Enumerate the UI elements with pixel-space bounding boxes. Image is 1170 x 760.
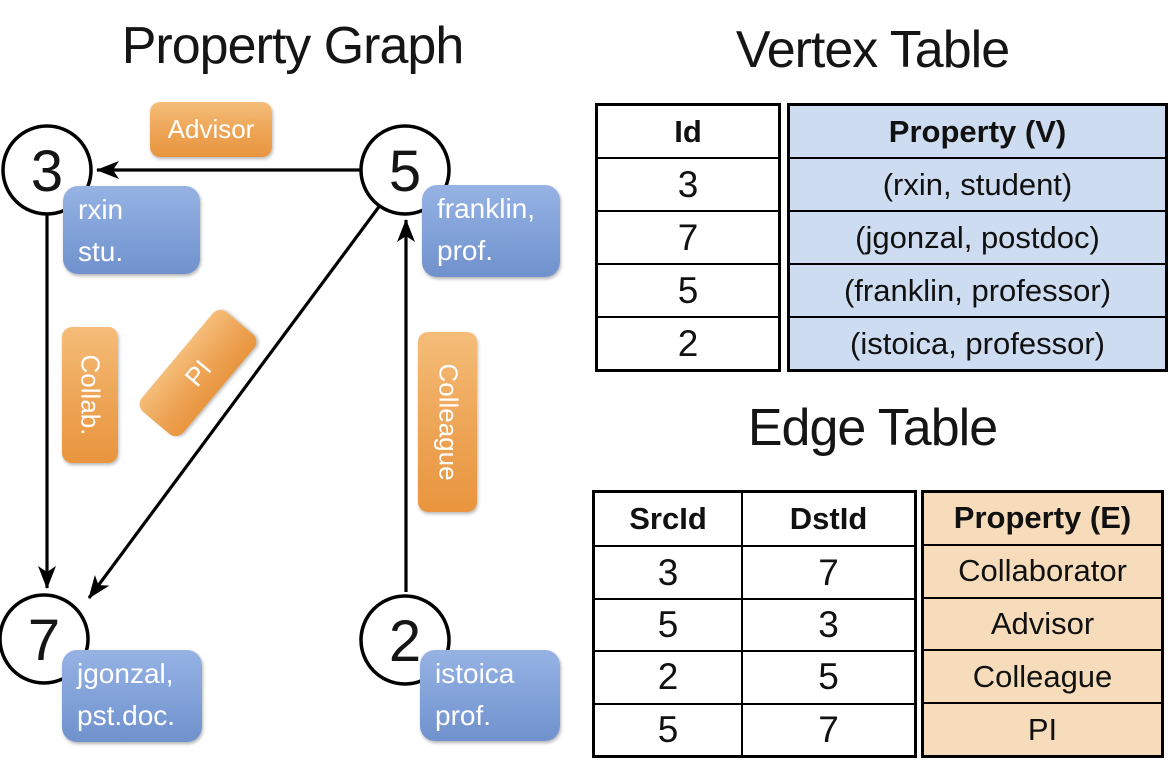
edge-col-header-dstid: DstId	[789, 501, 868, 537]
node-id-3: 3	[31, 139, 63, 204]
edge-table-property-column: Property (E) Collaborator Advisor Collea…	[921, 490, 1164, 758]
node-label-5-line1: franklin,	[437, 193, 536, 224]
edge-row-srcid: 5	[595, 597, 743, 651]
node-id-7: 7	[28, 608, 60, 673]
vertex-row-id: 5	[598, 263, 778, 316]
vertex-col-header-property: Property (V)	[888, 113, 1067, 149]
property-graph-canvas: 3 5 7 2	[0, 124, 451, 686]
edge-col-header-property: Property (E)	[953, 500, 1132, 536]
edge-row-property: Advisor	[924, 596, 1161, 650]
node-id-2: 2	[389, 609, 421, 674]
edge-label-advisor-text: Advisor	[167, 114, 255, 144]
edge-label-pi-text: PI	[178, 353, 218, 392]
node-label-2-line1: istoica	[435, 658, 515, 689]
edge-row-property: Colleague	[924, 649, 1161, 702]
edge-label-colleague-text: Colleague	[433, 363, 463, 481]
edge-row-srcid: 5	[595, 702, 743, 755]
node-label-2: istoica prof.	[420, 650, 560, 741]
vertex-row-property: (istoica, professor)	[790, 316, 1165, 369]
edge-label-advisor: Advisor	[150, 102, 272, 157]
edge-row-dstid: 5	[743, 650, 914, 702]
node-label-7-line2: pst.doc.	[77, 700, 176, 731]
vertex-row-property: (franklin, professor)	[790, 263, 1165, 316]
node-label-5-line2: prof.	[437, 235, 494, 266]
node-label-3: rxin stu.	[63, 186, 200, 274]
edge-pi-5-to-7	[87, 203, 383, 599]
edge-row-srcid: 2	[595, 650, 743, 703]
vertex-row-property: (jgonzal, postdoc)	[790, 210, 1165, 263]
node-label-3-line2: stu.	[78, 236, 124, 267]
vertex-row-id: 7	[598, 210, 778, 263]
edge-table-title: Edge Table	[747, 399, 998, 457]
node-label-3-line1: rxin	[78, 194, 124, 225]
node-id-5: 5	[389, 139, 421, 204]
vertex-table-property-column: Property (V) (rxin, student) (jgonzal, p…	[787, 103, 1168, 372]
vertex-row-property: (rxin, student)	[790, 157, 1165, 210]
edge-row-dstid: 7	[743, 702, 914, 755]
edge-label-collab: Collab.	[62, 327, 118, 463]
node-label-5: franklin, prof.	[422, 185, 560, 277]
property-graph-title: Property Graph	[121, 17, 465, 75]
edge-row-srcid: 3	[595, 545, 743, 598]
vertex-row-id: 3	[598, 157, 778, 210]
vertex-table-title: Vertex Table	[735, 21, 1010, 79]
edge-row-property: PI	[924, 702, 1161, 755]
vertex-table-id-column: Id 3 7 5 2	[595, 103, 781, 372]
node-label-7-line1: jgonzal,	[77, 658, 174, 689]
edge-row-dstid: 3	[743, 597, 914, 650]
edge-row-dstid: 7	[743, 545, 914, 597]
node-label-7: jgonzal, pst.doc.	[62, 650, 202, 742]
edge-label-collab-text: Collab.	[75, 354, 106, 436]
edge-row-property: Collaborator	[924, 543, 1161, 597]
edge-col-header-srcid: SrcId	[595, 493, 743, 546]
node-label-2-line2: prof.	[435, 700, 492, 731]
vertex-col-header-id: Id	[674, 113, 702, 149]
edge-label-colleague: Colleague	[418, 332, 477, 512]
vertex-row-id: 2	[598, 316, 778, 369]
edge-table-id-columns: SrcId DstId 3 7 5 3 2 5 5 7	[592, 490, 917, 758]
